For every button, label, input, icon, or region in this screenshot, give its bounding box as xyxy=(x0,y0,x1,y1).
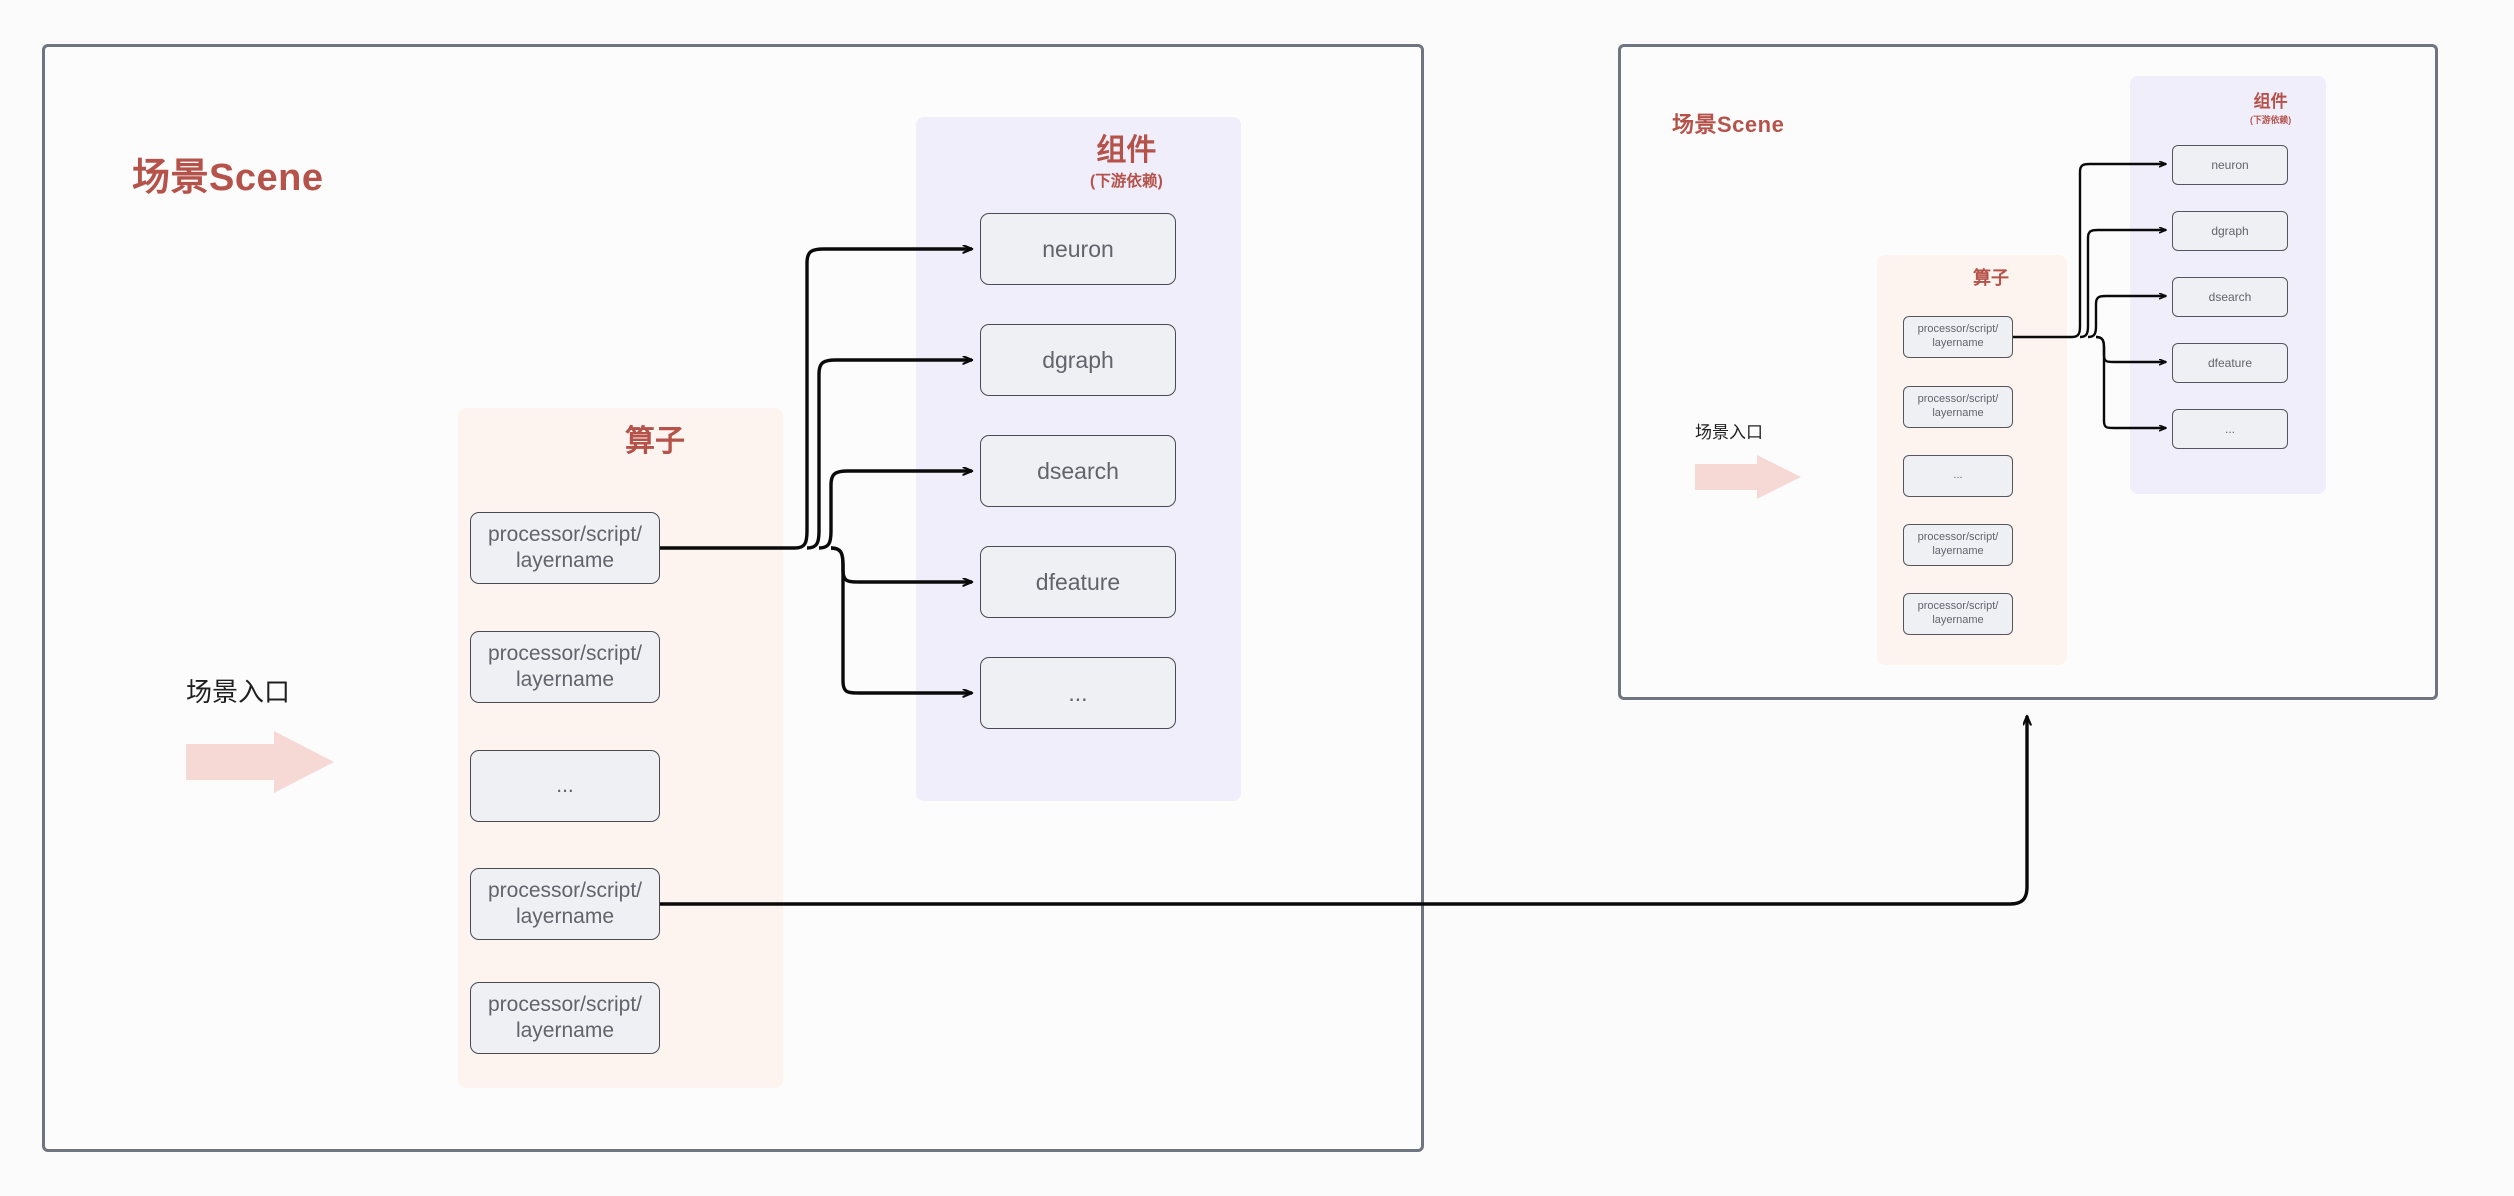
operator-group-left-title-text: 算子 xyxy=(625,425,685,458)
operator-group-right-title-text: 算子 xyxy=(1973,268,2009,288)
arrow-shaft xyxy=(1695,464,1759,490)
arrow-shaft xyxy=(186,744,276,780)
component-node-right-0[interactable]: neuron xyxy=(2172,145,2288,185)
operator-group-right-title: 算子 xyxy=(1973,268,2009,290)
component-group-right-subtitle: (下游依赖) xyxy=(2250,114,2292,125)
component-group-left-subtitle: (下游依赖) xyxy=(1090,172,1163,190)
operator-node-left-4[interactable]: processor/script/ layername xyxy=(470,982,660,1054)
operator-node-right-3[interactable]: processor/script/ layername xyxy=(1903,524,2013,566)
arrow-head xyxy=(1757,455,1801,499)
operator-node-right-1[interactable]: processor/script/ layername xyxy=(1903,386,2013,428)
component-node-left-3[interactable]: dfeature xyxy=(980,546,1176,618)
component-group-right-title: 组件 (下游依赖) xyxy=(2250,92,2291,126)
operator-node-right-0[interactable]: processor/script/ layername xyxy=(1903,316,2013,358)
arrow-head xyxy=(274,731,334,793)
component-node-left-4[interactable]: ... xyxy=(980,657,1176,729)
right-arrow-icon xyxy=(186,731,334,793)
operator-node-left-0[interactable]: processor/script/ layername xyxy=(470,512,660,584)
component-group-left-title: 组件 (下游依赖) xyxy=(1090,133,1163,191)
scene-entry-right-label: 场景入口 xyxy=(1695,423,1763,442)
scene-entry-left: 场景入口 xyxy=(186,672,334,793)
component-node-right-4[interactable]: ... xyxy=(2172,409,2288,449)
operator-node-left-3[interactable]: processor/script/ layername xyxy=(470,868,660,940)
component-node-left-2[interactable]: dsearch xyxy=(980,435,1176,507)
scene-entry-right: 场景入口 xyxy=(1695,418,1801,499)
operator-group-left-title: 算子 xyxy=(625,424,685,461)
component-node-right-1[interactable]: dgraph xyxy=(2172,211,2288,251)
operator-node-right-4[interactable]: processor/script/ layername xyxy=(1903,593,2013,635)
component-node-right-3[interactable]: dfeature xyxy=(2172,343,2288,383)
scene-left-title: 场景Scene xyxy=(132,157,324,199)
component-node-left-1[interactable]: dgraph xyxy=(980,324,1176,396)
scene-right-title: 场景Scene xyxy=(1672,112,1785,137)
component-group-left-title-text: 组件 xyxy=(1096,134,1157,167)
operator-node-right-2[interactable]: ... xyxy=(1903,455,2013,497)
component-group-right-title-text: 组件 xyxy=(2253,92,2288,111)
operator-node-left-2[interactable]: ... xyxy=(470,750,660,822)
right-arrow-icon xyxy=(1695,455,1801,499)
operator-node-left-1[interactable]: processor/script/ layername xyxy=(470,631,660,703)
component-node-right-2[interactable]: dsearch xyxy=(2172,277,2288,317)
scene-entry-left-label: 场景入口 xyxy=(186,677,291,707)
component-node-left-0[interactable]: neuron xyxy=(980,213,1176,285)
